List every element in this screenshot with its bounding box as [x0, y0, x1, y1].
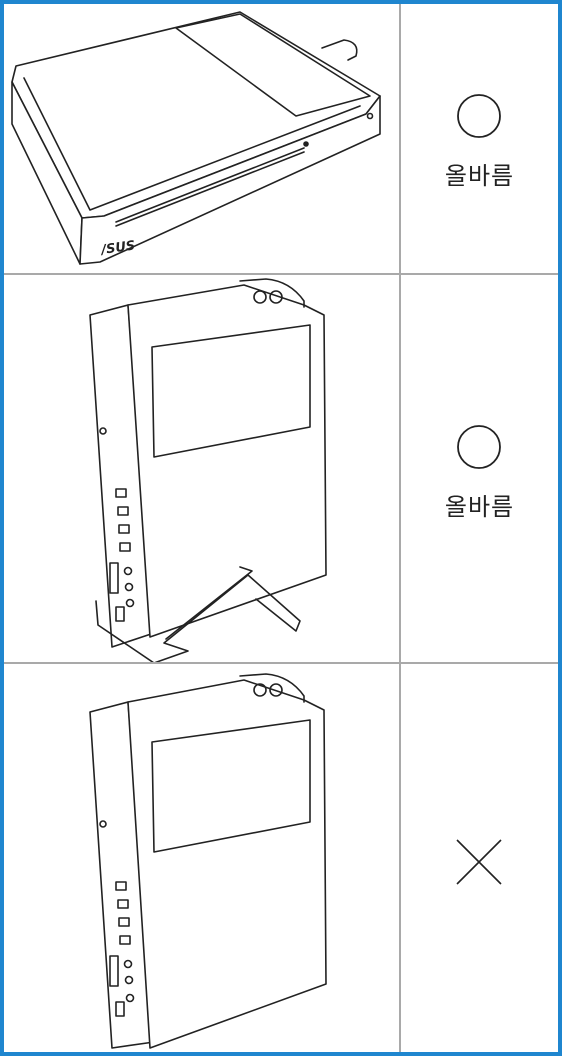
circle-mark-icon	[401, 424, 558, 474]
cross-mark-icon	[401, 837, 558, 891]
horizontal-device-illustration: /SUS	[4, 4, 399, 273]
correct-label: 올바름	[444, 493, 515, 521]
svg-text:/SUS: /SUS	[98, 238, 136, 258]
vertical-without-stand-illustration	[4, 664, 399, 1052]
row-divider-2	[4, 662, 558, 664]
correct-label: 올바름	[444, 162, 515, 190]
vertical-with-stand-illustration	[4, 275, 399, 662]
column-divider	[399, 4, 401, 1052]
row-divider-1	[4, 273, 558, 275]
circle-mark-icon	[401, 93, 558, 143]
